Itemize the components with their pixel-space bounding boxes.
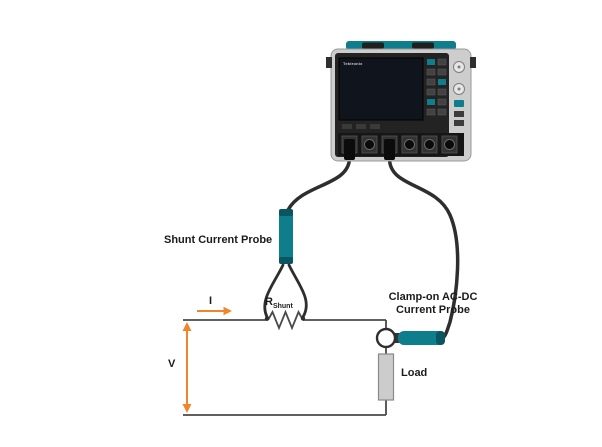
clamp-probe-handle	[398, 331, 445, 345]
scope-menu-button	[370, 124, 380, 129]
shunt-probe-lead-right	[287, 263, 308, 319]
load-resistor	[377, 353, 395, 401]
scope-handle-grip-left	[362, 42, 384, 49]
scope-button	[426, 78, 436, 86]
clamp-probe-label: Clamp-on AC-DC Current Probe	[381, 291, 485, 317]
clamp-probe-handle-tip	[436, 331, 445, 345]
shunt-probe-bottom-cap	[279, 257, 293, 264]
scope-button	[437, 88, 447, 96]
clamp-on-probe	[375, 157, 460, 349]
scope-button	[437, 68, 447, 76]
shunt-probe-clip-right	[300, 316, 306, 321]
scope-gray-button	[454, 111, 464, 117]
resistor-subscript: Shunt	[272, 303, 293, 311]
shunt-resistor	[267, 309, 304, 331]
scope-knobs	[453, 61, 465, 126]
shunt-probe-lead-left	[263, 263, 285, 319]
probe-plug-left	[344, 139, 355, 160]
voltage-arrow-head-down	[182, 404, 192, 413]
current-arrow	[197, 306, 232, 316]
shunt-probe-top-cap	[279, 209, 293, 216]
bnc-ring	[444, 139, 455, 150]
resistor-symbol: R	[265, 296, 273, 308]
scope-button	[426, 88, 436, 96]
bnc-ring	[364, 139, 375, 150]
scope-button	[427, 59, 435, 65]
scope-button	[437, 98, 447, 106]
bnc-ring	[404, 139, 415, 150]
scope-handle-grip-right	[412, 42, 434, 49]
shunt-resistor-label: RShunt	[265, 296, 293, 310]
scope-menu-button	[342, 124, 352, 129]
scope-screen	[338, 57, 424, 121]
scope-button	[426, 108, 436, 116]
voltage-arrow	[182, 322, 192, 413]
scope-side-tab-right	[470, 57, 476, 68]
clamp-probe-coupler	[393, 333, 401, 343]
scope-knob-dot	[457, 87, 461, 91]
bnc-ring	[424, 139, 435, 150]
scope-knob-dot	[457, 65, 461, 69]
scope-side-tab-left	[326, 57, 332, 68]
current-arrow-head	[223, 306, 232, 316]
clamp-probe-cable	[387, 157, 460, 340]
scope-teal-button	[454, 100, 464, 107]
scope-button	[426, 68, 436, 76]
scope-brand-label: Tektronix	[343, 61, 363, 66]
circuit	[182, 306, 395, 416]
shunt-probe-clip-left	[264, 316, 270, 321]
voltage-arrow-head-up	[182, 322, 192, 331]
scope-button-grid	[342, 58, 447, 129]
scope-connector-strip	[338, 133, 464, 160]
clamp-probe-label-line2: Current Probe	[396, 304, 470, 316]
probe-plug-right	[384, 139, 395, 160]
scope-gray-button	[454, 120, 464, 126]
load-label: Load	[401, 367, 428, 379]
shunt-probe-body	[279, 209, 293, 264]
scope-button	[427, 99, 435, 105]
scope-button	[437, 108, 447, 116]
clamp-probe-ring	[375, 327, 397, 349]
clamp-probe-label-line1: Clamp-on AC-DC	[388, 291, 478, 303]
scope-button	[437, 58, 447, 66]
oscilloscope	[326, 41, 476, 162]
current-label: I	[209, 295, 213, 307]
scope-button	[438, 79, 446, 85]
scope-menu-button	[356, 124, 366, 129]
shunt-probe-cable	[286, 157, 352, 212]
shunt-current-probe	[263, 157, 352, 321]
voltage-label: V	[168, 358, 176, 370]
shunt-probe-label: Shunt Current Probe	[164, 234, 273, 246]
